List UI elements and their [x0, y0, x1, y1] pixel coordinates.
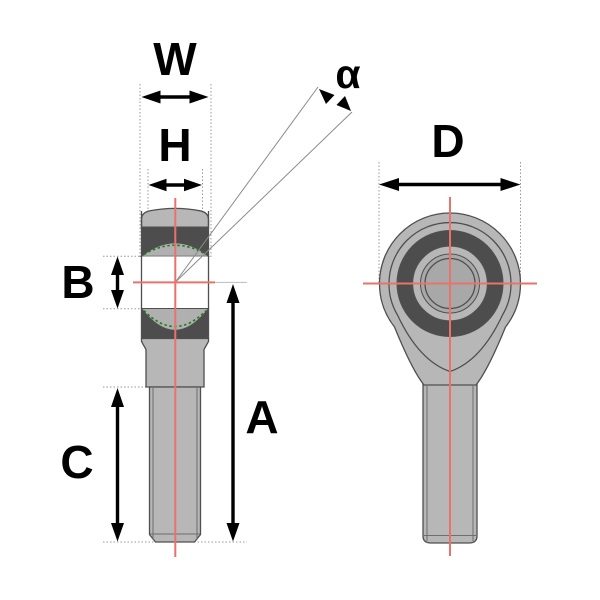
front-view-centerlines [363, 197, 537, 556]
dimension-h: H [148, 119, 202, 192]
c-arrowhead-bottom [111, 523, 124, 542]
front-view [363, 162, 537, 556]
d-arrowhead-right [500, 178, 521, 191]
dimension-a: A [226, 284, 279, 542]
label-b: B [61, 256, 94, 308]
dimension-w: W [141, 33, 209, 104]
side-view-extension-lines [103, 84, 247, 543]
b-arrowhead-top [111, 256, 124, 275]
w-arrowhead-right [189, 90, 209, 104]
w-arrowhead-left [141, 90, 161, 104]
side-view [103, 84, 353, 557]
dimension-b: B [61, 256, 124, 309]
a-arrowhead-bottom [226, 523, 240, 542]
dimensions: W H B C A [60, 33, 521, 542]
d-arrowhead-left [379, 178, 399, 191]
front-view-extension-lines [378, 162, 521, 284]
label-d: D [431, 115, 464, 167]
alpha-arrowhead-lower [336, 96, 351, 111]
h-arrowhead-left [148, 178, 167, 192]
label-c: C [60, 436, 93, 488]
c-arrowhead-top [111, 388, 124, 407]
b-arrowhead-bottom [111, 290, 124, 309]
label-h: H [158, 119, 191, 171]
seal-arc-top [143, 244, 207, 256]
h-arrowhead-right [184, 178, 202, 192]
a-arrowhead-top [226, 284, 240, 303]
side-view-centerlines [133, 198, 215, 557]
dimension-c: C [60, 388, 124, 542]
angle-line-upper [175, 86, 319, 283]
dimension-d: D [379, 115, 521, 191]
label-w: W [153, 33, 197, 85]
angle-lines [175, 86, 353, 283]
front-head-inner-contour [388, 221, 512, 373]
alpha-arrowhead-upper [319, 89, 335, 104]
dimension-alpha: α [319, 51, 361, 111]
label-alpha: α [335, 51, 360, 97]
label-a: A [245, 391, 278, 443]
angle-line-lower [175, 111, 353, 283]
